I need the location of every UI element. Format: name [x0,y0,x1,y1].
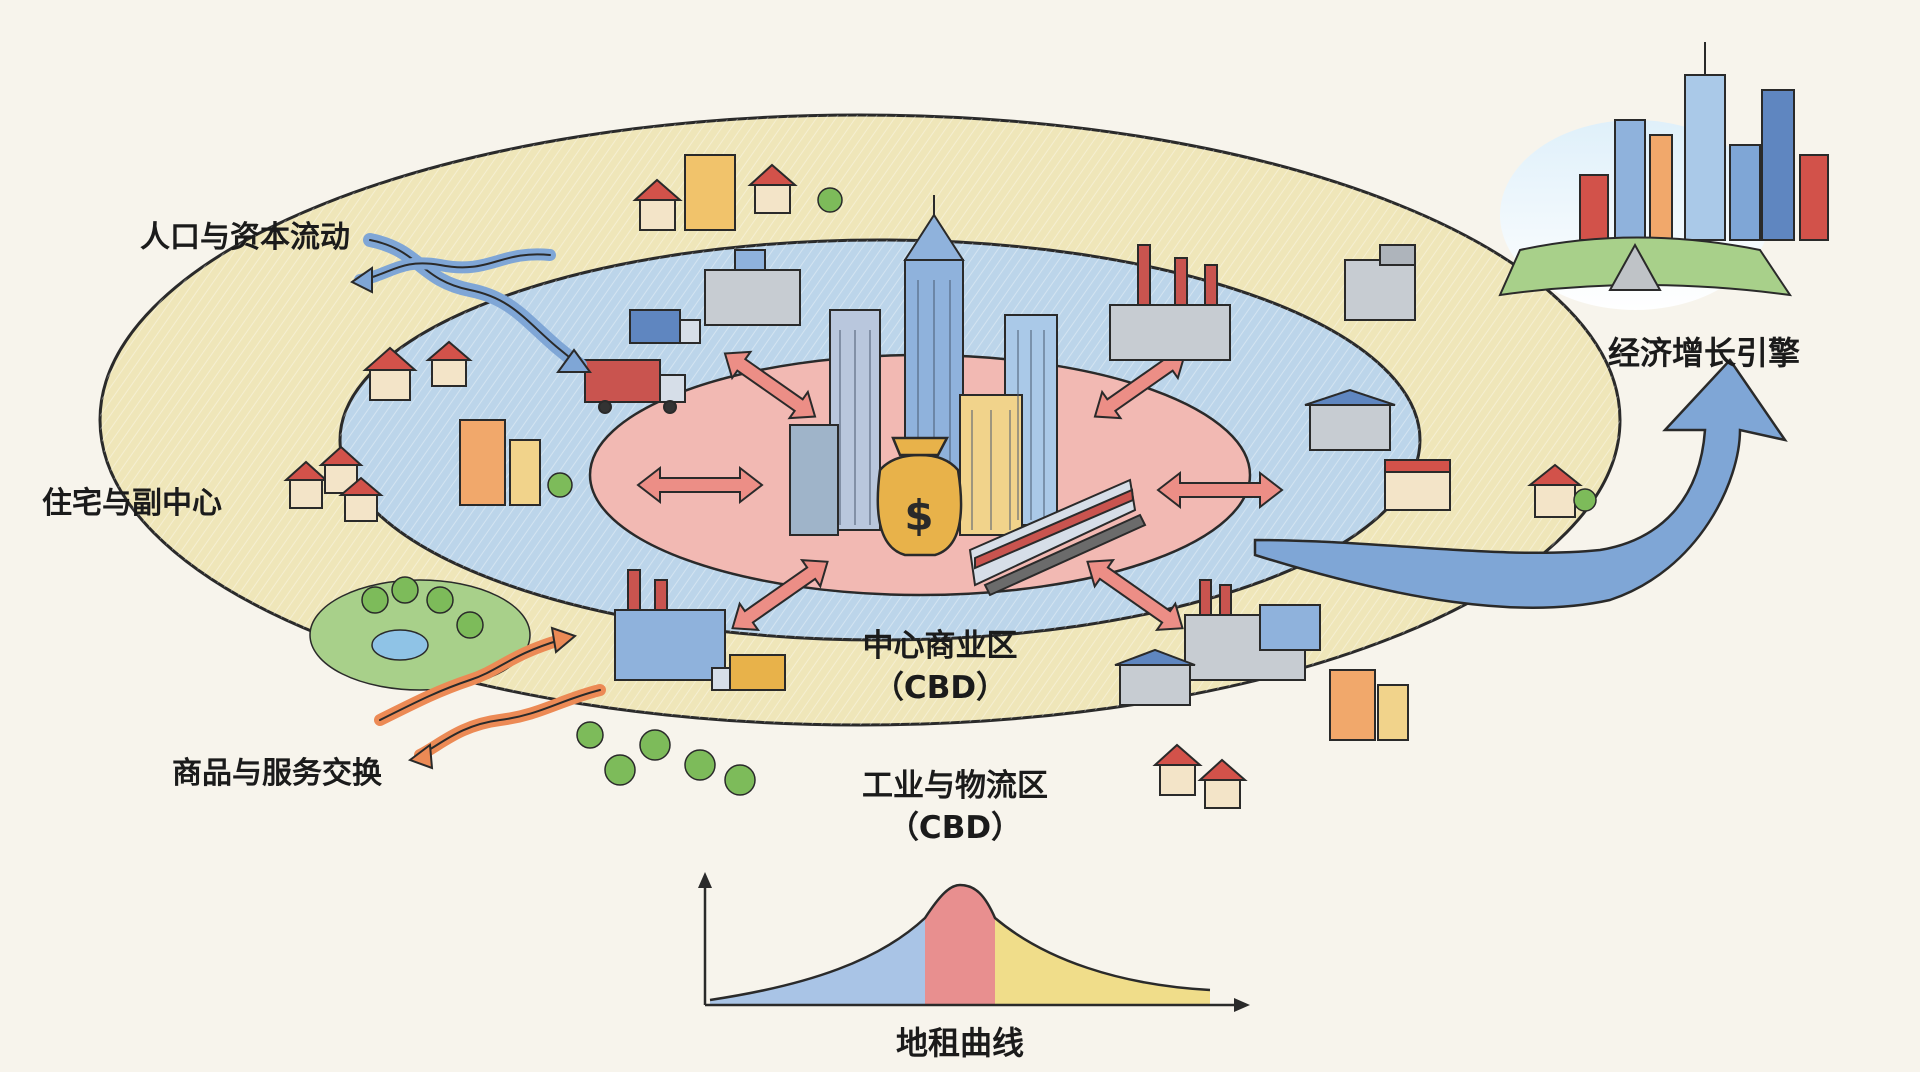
warehouse-icon [704,249,801,326]
apartment-icon [1344,244,1416,321]
house-icon [338,476,384,522]
truck-icon [629,309,701,344]
warehouse-icon [1114,648,1196,706]
truck-icon [584,359,686,414]
house-icon [632,178,683,231]
label-rent-curve: 地租曲线 [895,1024,1024,1062]
apartment-icon [1329,669,1409,741]
house-icon [1197,758,1248,809]
residential-houses [283,154,1583,809]
parks-and-trees [309,187,1597,796]
factory-icon [614,569,726,681]
apartment-icon [1384,459,1451,511]
pond-icon [371,629,429,661]
rent-area-right [995,918,1210,1005]
house-icon [1152,743,1203,796]
population-capital-flow-arrows [350,233,592,373]
label-population-capital-flow: 人口与资本流动 [140,220,350,255]
house-icon [283,460,329,509]
label-industrial-abbr: （CBD） [887,810,1023,846]
arrow-se [1086,558,1184,632]
factory-icon [1184,579,1321,681]
rent-curve-line [709,883,1211,1002]
arrow-w [636,465,764,505]
apartment-icon [459,419,541,506]
money-symbol: $ [904,491,933,540]
rent-area-left [710,918,925,1005]
growth-arrow [1253,358,1788,609]
label-growth-engine: 经济增长引擎 [1608,334,1801,372]
label-industrial-name: 工业与物流区 [862,768,1048,804]
apartment-icon [684,154,736,231]
factory-icon [1109,244,1231,361]
city-skyline [1498,42,1829,310]
rent-curve-chart [698,872,1250,1012]
arrow-sw [731,558,829,632]
industrial-buildings [584,244,1396,706]
label-cbd-name: 中心商业区 [862,628,1018,664]
label-cbd-abbr: （CBD） [872,670,1008,706]
arrow-e [1156,470,1284,510]
rent-area-center [925,885,995,1005]
label-residential-subcenter: 住宅与副中心 [42,486,222,521]
arrow-nw [723,350,817,420]
house-icon [425,340,473,387]
warehouse-icon [1304,388,1396,451]
house-icon [362,346,418,401]
truck-icon [711,654,786,691]
goods-services-exchange-arrows [374,626,606,770]
house-icon [747,163,798,214]
train-icon [968,478,1147,597]
money-bag-icon: $ [876,436,963,557]
house-icon [318,445,364,494]
label-goods-services-exchange: 商品与服务交换 [172,756,382,791]
